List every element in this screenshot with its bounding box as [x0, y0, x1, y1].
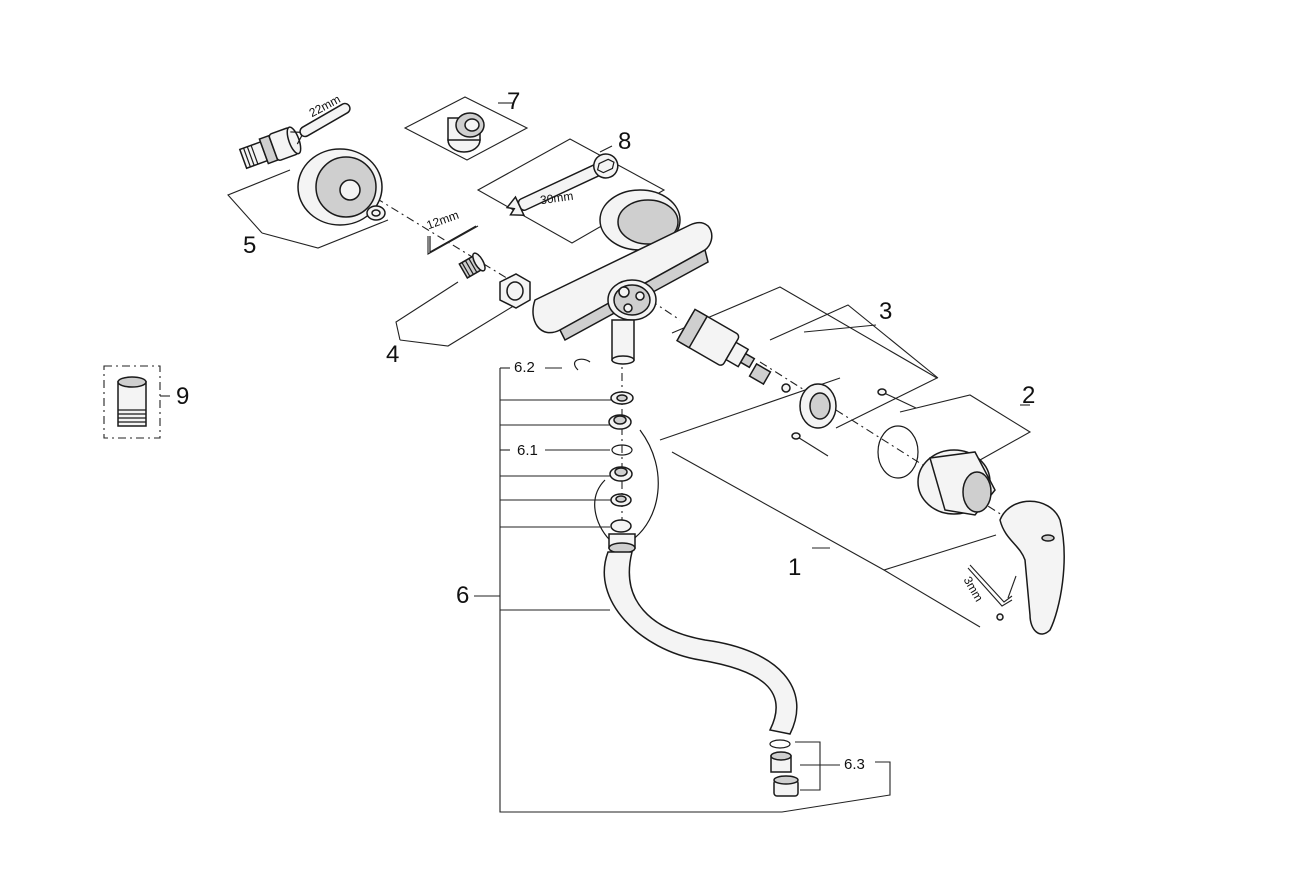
hex-key-3mm-icon: [967, 564, 1013, 607]
part-7-adapter: [447, 112, 485, 153]
callout-8: 8: [618, 128, 632, 155]
callout-4: 4: [386, 341, 400, 368]
part-1-lever-handle: [996, 500, 1065, 635]
part-6-spout: [603, 391, 799, 797]
callout-6: 6: [456, 582, 470, 609]
callout-9: 9: [176, 383, 190, 410]
faucet-body: [532, 189, 713, 371]
part-4-eccentric-and-nut: [458, 252, 531, 309]
callout-6-2: 6.2: [514, 359, 535, 376]
callout-2: 2: [1022, 382, 1036, 409]
callout-5: 5: [243, 232, 257, 259]
wrench-22mm-icon: [290, 102, 351, 145]
callout-6-3: 6.3: [844, 756, 865, 773]
part-5-connector-and-rosette: [238, 126, 386, 226]
part-2-seal-and-sleeve: [877, 425, 996, 516]
callout-1: 1: [788, 554, 802, 581]
callout-6-1: 6.1: [517, 442, 538, 459]
callout-3: 3: [879, 298, 893, 325]
part-9-adapter: [117, 376, 147, 427]
callout-7: 7: [507, 88, 521, 115]
hex-key-12mm-icon: [427, 225, 479, 255]
wrench-30mm-icon: [505, 153, 619, 216]
leader-lines: [103, 96, 1032, 813]
part-3-cartridge: [675, 308, 917, 457]
